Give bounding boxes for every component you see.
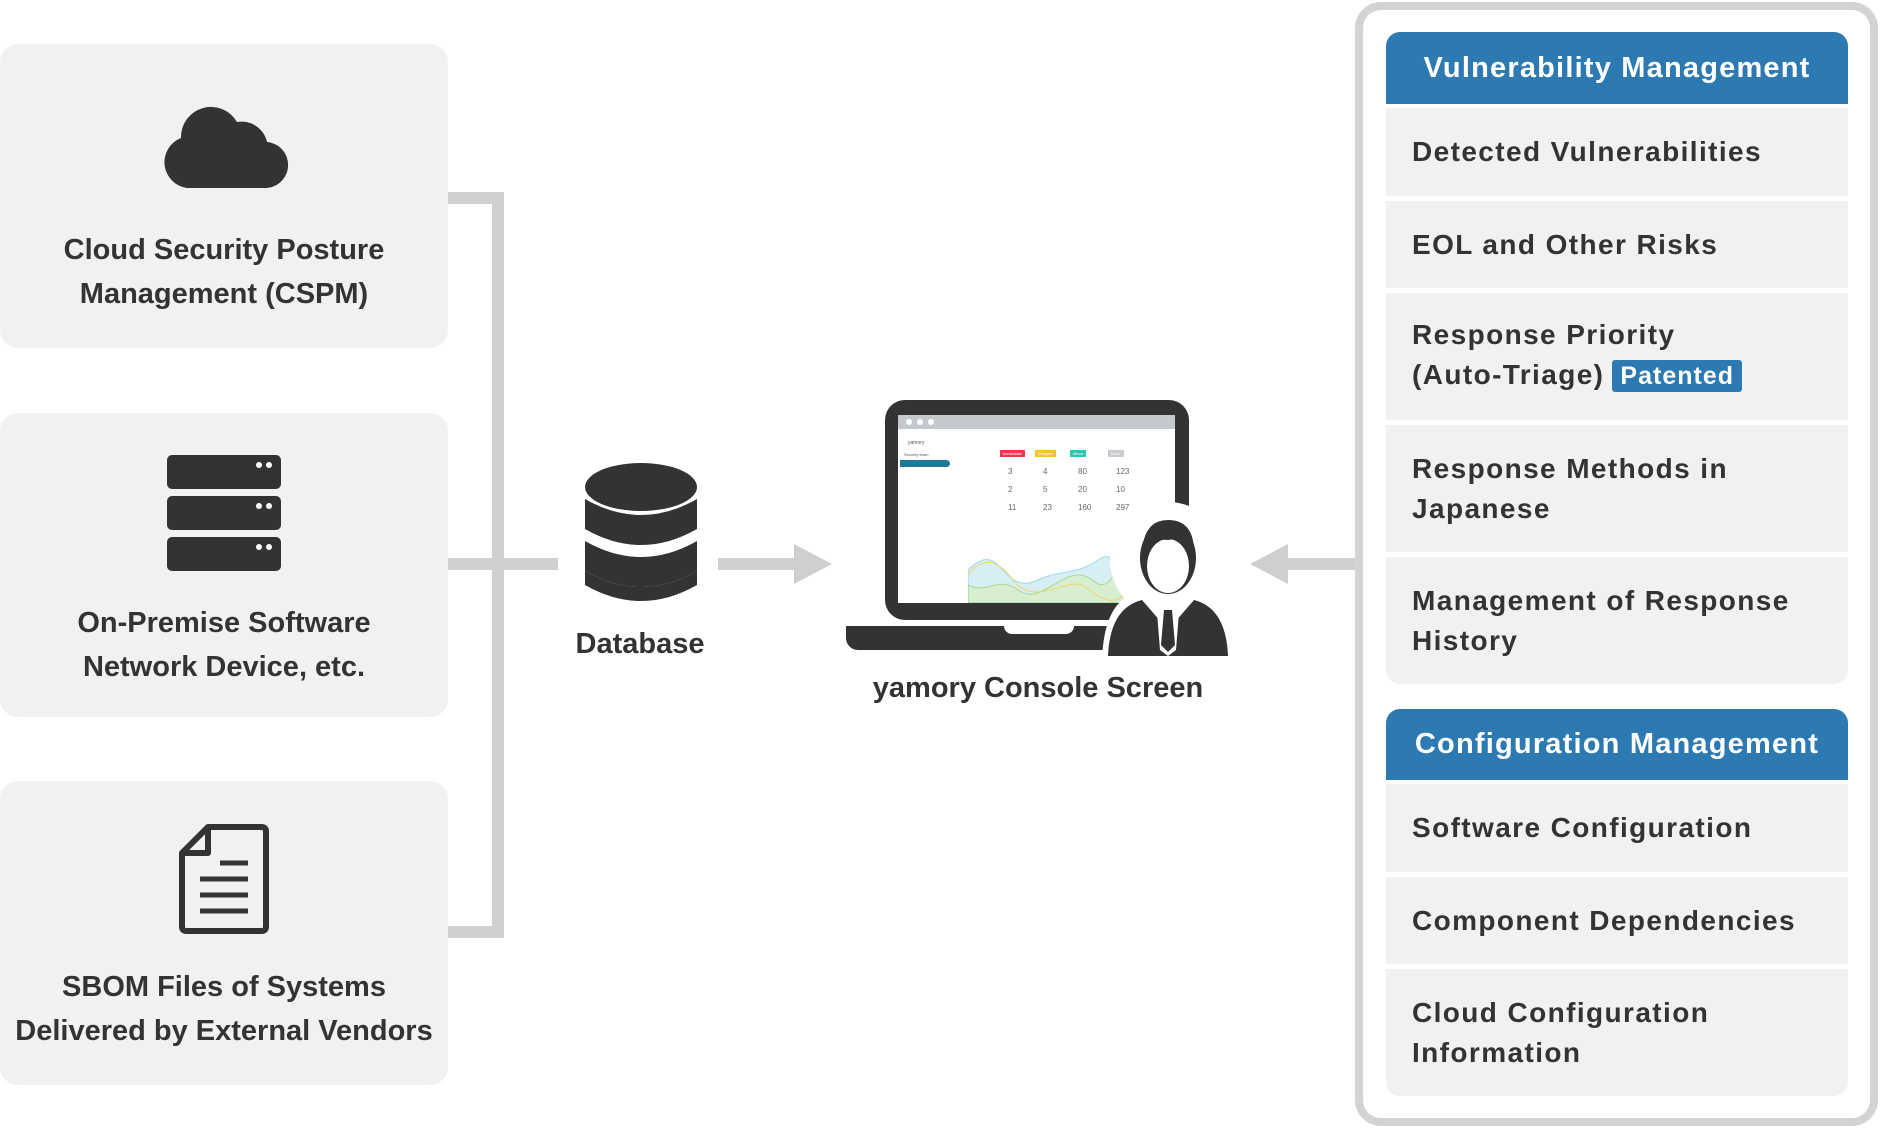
feature-item: Management of Response History	[1386, 557, 1848, 684]
source-label: SBOM Files of Systems Delivered by Exter…	[15, 971, 433, 1047]
severity-tag: Delayed	[1035, 450, 1056, 457]
configuration-header: Configuration Management	[1386, 709, 1848, 780]
table-cell: 3	[1008, 467, 1013, 476]
table-cell: 5	[1043, 485, 1048, 494]
table-cell: 123	[1116, 467, 1130, 476]
arrow-right-icon	[718, 544, 832, 584]
table-cell: 2	[1008, 485, 1013, 494]
feature-item: Response Priority (Auto-Triage)Patented	[1386, 293, 1848, 420]
feature-item: Detected Vulnerabilities	[1386, 108, 1848, 196]
feature-item: Response Methods in Japanese	[1386, 425, 1848, 552]
table-cell: 10	[1116, 485, 1125, 494]
table-cell: 160	[1078, 503, 1092, 512]
source-on-premise: On-Premise Software Network Device, etc.	[0, 413, 448, 717]
feature-item: Cloud Configuration Information	[1386, 969, 1848, 1096]
patented-badge: Patented	[1612, 360, 1743, 392]
server-icon	[167, 455, 281, 571]
document-icon	[179, 824, 269, 934]
console-label: yamory Console Screen	[872, 672, 1204, 704]
severity-tag: Minor	[1070, 450, 1087, 457]
table-cell: 297	[1116, 503, 1130, 512]
connector-line	[448, 192, 504, 204]
database-label: Database	[575, 628, 705, 660]
table-cell: 80	[1078, 467, 1087, 476]
severity-tag: None	[1108, 450, 1124, 457]
user-icon	[1102, 502, 1234, 660]
cloud-icon	[164, 106, 289, 189]
table-cell: 4	[1043, 467, 1048, 476]
severity-tag: Immediate	[1000, 450, 1025, 457]
feature-label: Response Priority (Auto-Triage)	[1412, 319, 1676, 390]
feature-item: Software Configuration	[1386, 784, 1848, 872]
screen-team: Security team	[904, 452, 929, 457]
connector-line	[448, 926, 504, 938]
source-sbom: SBOM Files of Systems Delivered by Exter…	[0, 781, 448, 1085]
table-cell: 20	[1078, 485, 1087, 494]
feature-item: Component Dependencies	[1386, 877, 1848, 964]
connector-line	[492, 192, 504, 938]
source-cspm: Cloud Security Posture Management (CSPM)	[0, 44, 448, 348]
source-label: On-Premise Software Network Device, etc.	[77, 607, 371, 683]
table-cell: 23	[1043, 503, 1052, 512]
arrow-left-icon	[1250, 544, 1356, 584]
vulnerability-header: Vulnerability Management	[1386, 32, 1848, 104]
feature-item: EOL and Other Risks	[1386, 201, 1848, 288]
database-icon	[585, 463, 697, 601]
table-cell: 11	[1008, 503, 1017, 512]
screen-logo: yamory	[908, 440, 925, 446]
source-label: Cloud Security Posture Management (CSPM)	[63, 234, 385, 310]
